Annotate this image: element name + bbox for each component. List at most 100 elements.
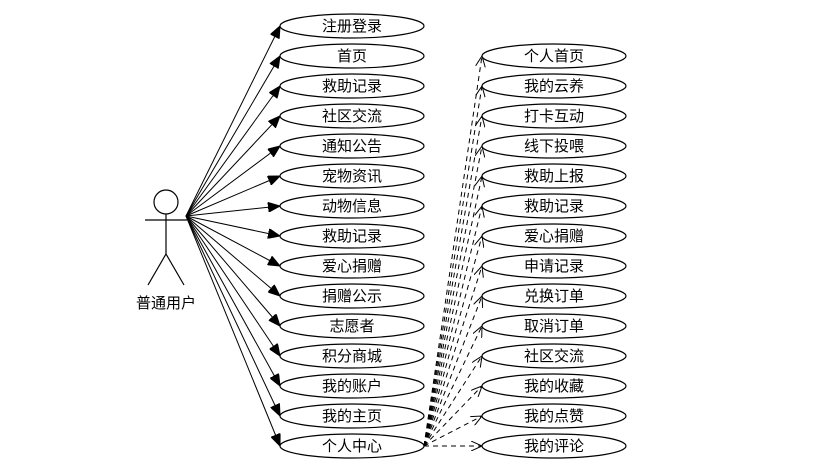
dependency-arrow: [423, 416, 482, 447]
actor-label: 普通用户: [136, 294, 196, 312]
use-case-label: 捐赠公示: [322, 287, 382, 305]
right-use-case: 申请记录: [481, 253, 627, 279]
dependency-arrow: [423, 176, 482, 447]
right-use-cases: 个人首页我的云养打卡互动线下投喂救助上报救助记录爱心捐赠申请记录兑换订单取消订单…: [481, 43, 627, 459]
use-case-label: 爱心捐赠: [322, 257, 382, 275]
right-use-case: 兑换订单: [481, 283, 627, 309]
left-use-cases: 注册登录首页救助记录社区交流通知公告宠物资讯动物信息救助记录爱心捐赠捐赠公示志愿…: [279, 13, 425, 459]
use-case-label: 申请记录: [524, 257, 584, 275]
right-use-case: 救助上报: [481, 163, 627, 189]
use-case-label: 个人首页: [524, 47, 584, 65]
dependency-arrow: [423, 266, 482, 447]
use-case-ellipse: [279, 343, 425, 369]
right-use-case: 社区交流: [481, 343, 627, 369]
right-use-case: 个人首页: [481, 43, 627, 69]
use-case-ellipse: [481, 343, 627, 369]
right-use-case: 取消订单: [481, 313, 627, 339]
use-case-label: 我的主页: [322, 407, 382, 425]
use-case-ellipse: [279, 163, 425, 189]
left-use-case: 志愿者: [279, 313, 425, 339]
use-case-label: 兑换订单: [524, 287, 584, 305]
use-case-label: 动物信息: [322, 197, 382, 215]
association-arrow: [185, 215, 280, 326]
use-case-ellipse: [481, 103, 627, 129]
dependency-arrow: [423, 236, 482, 447]
use-case-ellipse: [279, 73, 425, 99]
left-use-case: 通知公告: [279, 133, 425, 159]
association-arrow: [185, 215, 280, 356]
use-case-ellipse: [481, 253, 627, 279]
association-arrow: [185, 116, 280, 217]
use-case-ellipse: [279, 313, 425, 339]
use-case-label: 宠物资讯: [322, 167, 382, 185]
association-arrow: [185, 176, 280, 217]
use-case-label: 打卡互动: [524, 107, 584, 125]
use-case-ellipse: [481, 373, 627, 399]
left-use-case: 动物信息: [279, 193, 425, 219]
right-use-case: 线下投喂: [481, 133, 627, 159]
use-case-ellipse: [279, 103, 425, 129]
use-case-label: 救助记录: [524, 197, 584, 215]
left-use-case: 捐赠公示: [279, 283, 425, 309]
use-case-label: 社区交流: [524, 347, 584, 365]
dependency-arrow: [423, 326, 482, 447]
use-case-label: 注册登录: [322, 17, 382, 35]
use-case-ellipse: [481, 133, 627, 159]
association-arrow: [185, 215, 280, 416]
use-case-label: 社区交流: [322, 107, 382, 125]
use-case-label: 我的账户: [322, 377, 382, 395]
use-case-ellipse: [481, 223, 627, 249]
left-use-case: 注册登录: [279, 13, 425, 39]
use-case-ellipse: [481, 193, 627, 219]
use-case-label: 爱心捐赠: [524, 227, 584, 245]
association-arrow: [185, 206, 280, 217]
use-case-ellipse: [279, 43, 425, 69]
use-case-label: 取消订单: [524, 317, 584, 335]
right-use-case: 我的评论: [481, 433, 627, 459]
right-use-case: 我的云养: [481, 73, 627, 99]
left-use-case: 宠物资讯: [279, 163, 425, 189]
association-arrow: [185, 86, 280, 217]
association-arrow: [185, 215, 280, 266]
use-case-ellipse: [481, 283, 627, 309]
use-case-label: 我的云养: [524, 77, 584, 95]
left-use-case: 我的账户: [279, 373, 425, 399]
use-case-label: 志愿者: [329, 317, 374, 335]
association-arrow: [185, 215, 280, 446]
use-case-ellipse: [279, 283, 425, 309]
use-case-ellipse: [279, 223, 425, 249]
dependency-arrow: [423, 116, 482, 447]
dependency-arrow: [423, 86, 482, 447]
left-use-case: 个人中心: [279, 433, 425, 459]
use-case-label: 线下投喂: [524, 137, 584, 155]
actor-right-leg: [165, 253, 185, 286]
use-case-label: 我的点赞: [524, 407, 584, 425]
dependency-arrow: [423, 206, 482, 447]
left-use-case: 救助记录: [279, 73, 425, 99]
left-use-case: 首页: [279, 43, 425, 69]
association-arrow: [185, 215, 280, 386]
use-case-ellipse: [481, 403, 627, 429]
use-case-label: 我的评论: [524, 437, 584, 455]
use-case-ellipse: [481, 313, 627, 339]
left-use-case: 社区交流: [279, 103, 425, 129]
use-case-ellipse: [481, 43, 627, 69]
left-use-case: 救助记录: [279, 223, 425, 249]
right-use-case: 救助记录: [481, 193, 627, 219]
use-case-ellipse: [279, 403, 425, 429]
use-case-label: 我的收藏: [524, 377, 584, 395]
use-case-label: 积分商城: [322, 347, 382, 365]
dependency-arrow: [423, 386, 482, 447]
use-case-ellipse: [481, 73, 627, 99]
connector-layer: [185, 26, 482, 447]
right-use-case: 爱心捐赠: [481, 223, 627, 249]
left-use-case: 积分商城: [279, 343, 425, 369]
use-case-label: 首页: [337, 47, 367, 65]
use-case-ellipse: [279, 133, 425, 159]
left-use-case: 爱心捐赠: [279, 253, 425, 279]
use-case-ellipse: [279, 433, 425, 459]
dependency-arrow: [423, 296, 482, 447]
right-use-case: 我的收藏: [481, 373, 627, 399]
association-arrow: [185, 56, 280, 217]
